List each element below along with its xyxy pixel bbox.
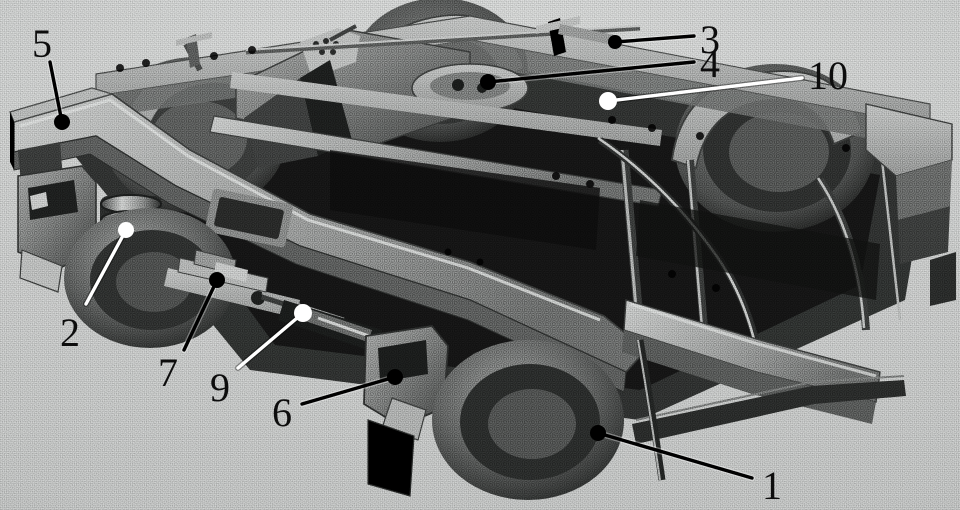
callout-2-text: 2 — [60, 310, 80, 355]
callout-3-leader-line — [613, 34, 696, 44]
callout-7-leader-line — [182, 278, 219, 352]
callout-4-leader-line — [486, 60, 696, 84]
callout-5-text: 5 — [32, 21, 52, 66]
headstock-right — [865, 103, 956, 306]
callout-10-leader-dot — [599, 92, 617, 110]
callout-3-leader-dot — [608, 35, 622, 49]
callout-7-text: 7 — [158, 350, 178, 395]
callout-1-leader-dot — [590, 425, 606, 441]
wheel-near-right — [432, 340, 624, 500]
callout-5-leader-line — [48, 60, 64, 124]
callout-4-text: 4 — [700, 41, 720, 86]
callout-1-text: 1 — [762, 463, 782, 508]
callout-9-text: 9 — [210, 365, 230, 410]
axlebox-near-center — [363, 325, 449, 497]
deck-underside-shadow — [330, 150, 880, 300]
rivet-details — [116, 46, 850, 292]
callout-10-leader-line — [606, 76, 804, 103]
callout-10-text: 10 — [808, 53, 848, 98]
callout-5-leader-dot — [54, 114, 70, 130]
callout-3-text: 3 — [700, 17, 720, 62]
callout-4-leader-dot — [480, 74, 496, 90]
lever-bottom-centre — [636, 339, 666, 481]
side-frame-near-main — [13, 93, 648, 393]
callout-6-leader-dot — [387, 369, 403, 385]
callout-6-text: 6 — [272, 390, 292, 435]
callout-2-leader-line — [84, 228, 128, 306]
lower-right-tie-bar — [632, 375, 906, 444]
callout-9-leader-line — [236, 311, 305, 370]
callout-9-leader-dot — [294, 304, 312, 322]
stanchions-far — [176, 16, 620, 68]
callout-1-leader-line — [596, 431, 754, 480]
callout-6-leader-line — [300, 375, 397, 406]
callout-2-leader-dot — [118, 222, 134, 238]
wheel-near-left — [64, 208, 236, 348]
callout-7-leader-dot — [209, 272, 225, 288]
